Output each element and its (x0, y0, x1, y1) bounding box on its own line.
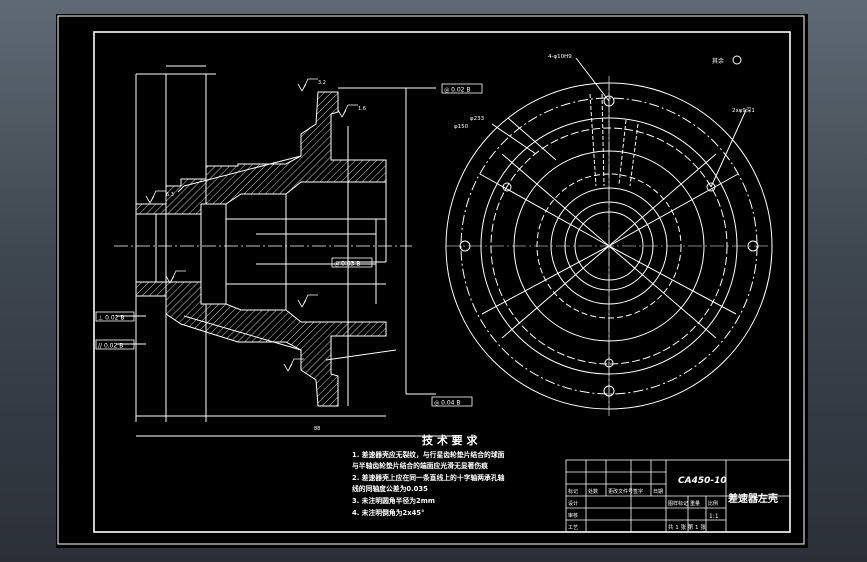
tech-req-item-2: 与半轴齿轮垫片结合的端面应光滑无显著伤痕 (352, 461, 488, 470)
tech-req-item-3: 2. 差速器壳上应在同一条直线上的十字轴两承孔轴 (352, 473, 505, 482)
date-label: 日期 (653, 489, 663, 495)
tech-req-item-1: 1. 差速器壳应无裂纹，与行星齿轮垫片结合的球面 (352, 450, 505, 459)
inner-border (93, 31, 791, 533)
feature-frames (95, 83, 483, 407)
sign-label: 签字 (633, 488, 643, 495)
material-label: 图样标记 (668, 500, 688, 507)
other-roughness-label: 其余 (712, 57, 724, 65)
tech-req-item-5: 3. 未注明圆角半径为2mm (352, 496, 435, 505)
check-label: 审核 (568, 512, 578, 519)
dia-a-callout: φ150 (454, 124, 469, 130)
change-doc-label: 更改文件号 (608, 488, 633, 495)
part-name: 差速器左壳 (728, 492, 778, 505)
outer-border (57, 15, 805, 545)
tech-req-item-6: 4. 未注明倒角为2x45° (352, 508, 424, 517)
frame-a-text: ◎ 0.02 B (444, 87, 471, 94)
total-length-label: 88 (314, 426, 320, 432)
dia-b-callout: φ233 (470, 116, 485, 122)
cad-drawing: ◎ 0.02 B ◎ 0.03 B ⊥ 0.02 B // 0.02 B ◎ 0… (57, 15, 805, 545)
roughness-symbols (145, 78, 358, 372)
frame-e-text: ◎ 0.04 B (434, 400, 461, 407)
upper-hatch (135, 91, 387, 215)
holes-4-callout: 4-φ10H9 (548, 54, 572, 60)
title-block (565, 459, 791, 533)
holes-2-callout: 2xφ9深1 (732, 106, 755, 114)
roughness-a-label: 3.2 (318, 80, 326, 86)
scale-value: 1:1 (709, 513, 719, 520)
lower-hatch (135, 281, 387, 407)
roughness-b-label: 1.6 (358, 106, 366, 112)
tech-req-item-4: 线的同轴度公差为0.035 (352, 484, 428, 493)
sheet-count: 共 1 张 第 1 张 (668, 523, 706, 531)
scale-label: 比例 (708, 500, 718, 507)
roughness-c-label: 6.3 (166, 192, 174, 198)
tech-req-title: 技 术 要 求 (422, 433, 478, 447)
section-view (116, 65, 456, 437)
mark-label: 标记 (568, 488, 578, 495)
frame-c-text: ⊥ 0.02 B (98, 315, 125, 322)
process-label: 工艺 (568, 525, 578, 531)
frame-d-text: // 0.02 B (98, 343, 123, 350)
front-view (445, 55, 773, 416)
drawing-sheet: ◎ 0.02 B ◎ 0.03 B ⊥ 0.02 B // 0.02 B ◎ 0… (56, 14, 808, 548)
count-label: 处数 (588, 488, 598, 495)
design-label: 设计 (568, 500, 578, 507)
frame-b-text: ◎ 0.03 B (334, 261, 361, 268)
weight-label: 重量 (690, 500, 700, 507)
model-number: CA450-10 (678, 476, 727, 486)
